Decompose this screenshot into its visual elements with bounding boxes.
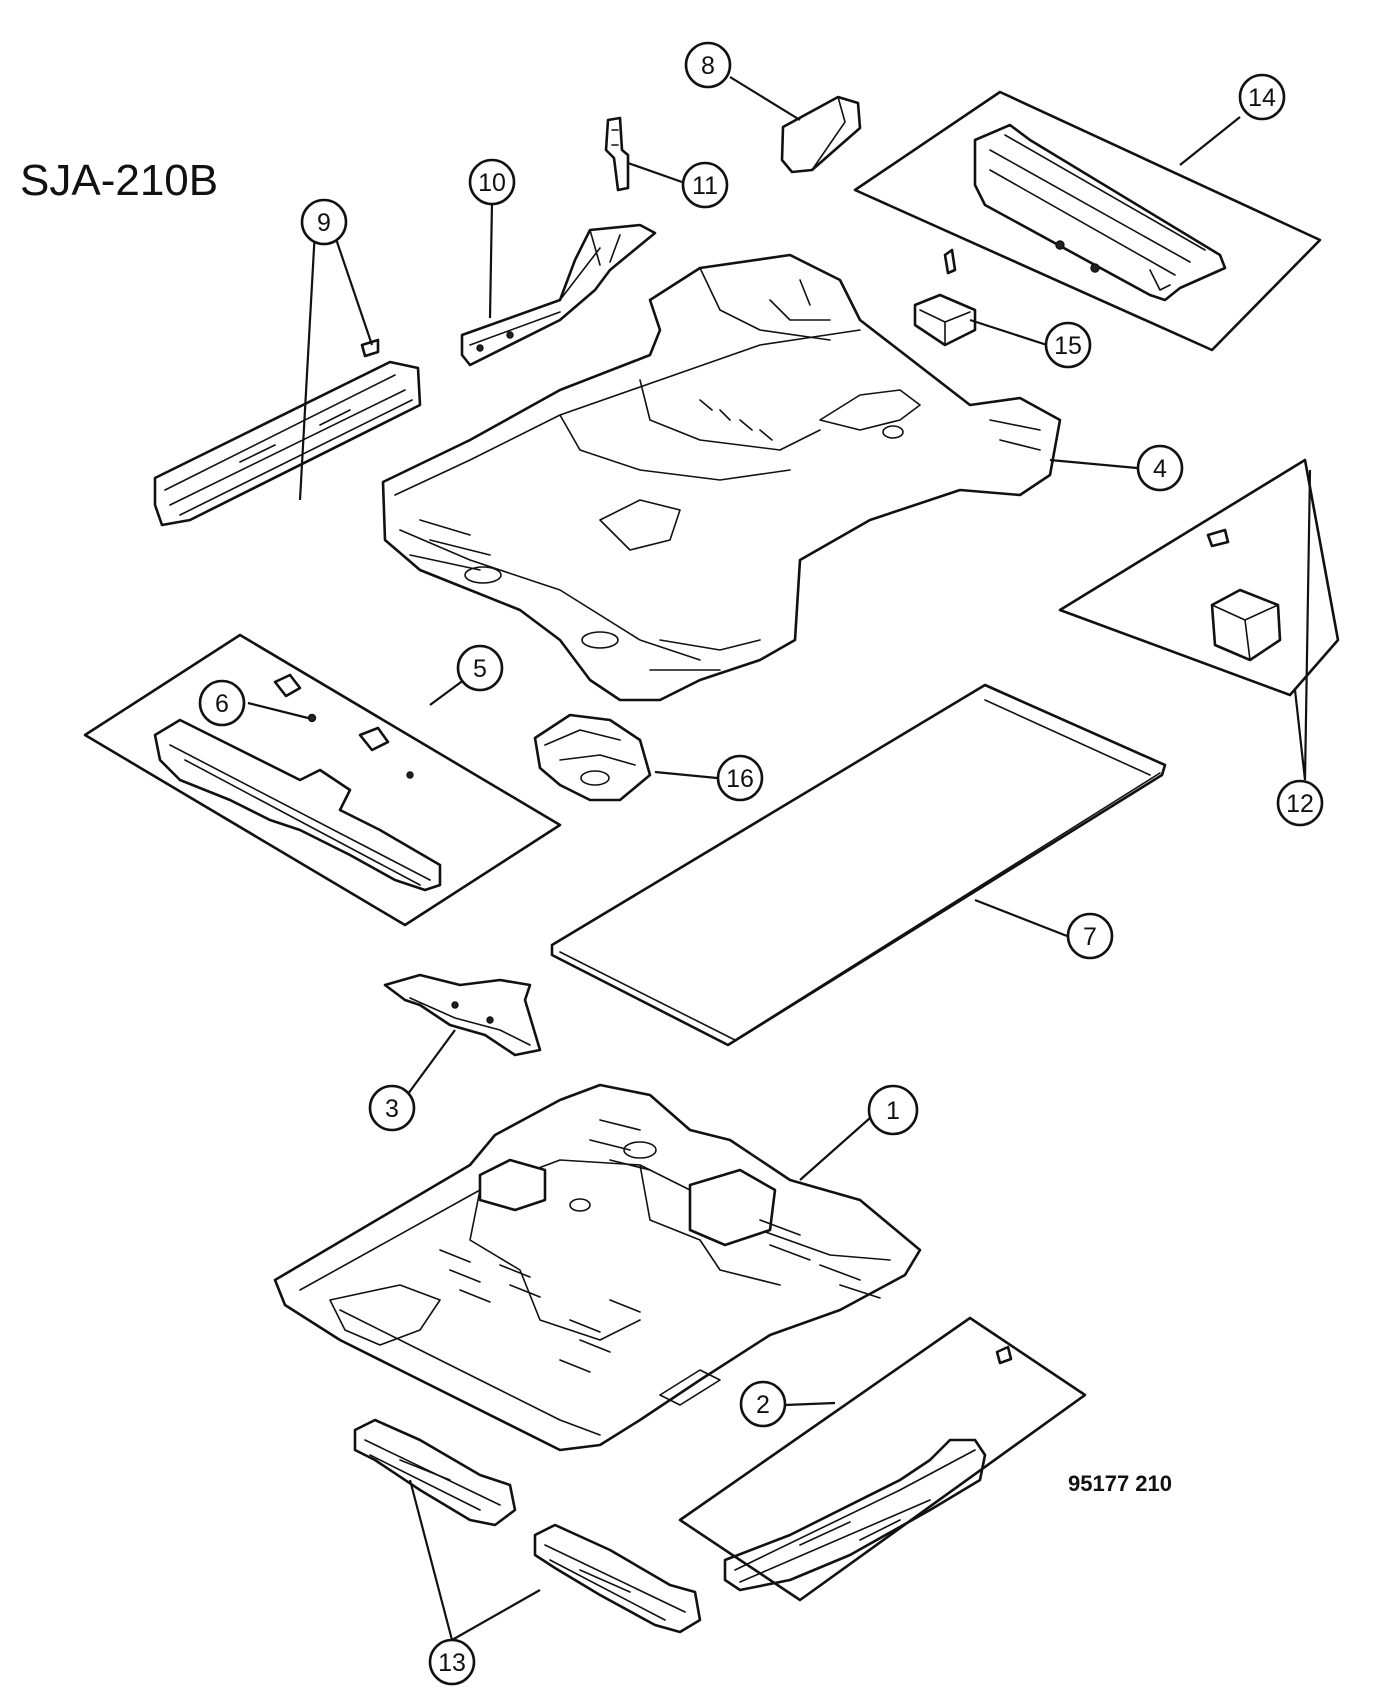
callout-4-label: 4 [1153,455,1167,483]
callout-8: 8 [684,41,732,89]
callout-14-label: 14 [1248,84,1276,112]
leader-13 [408,1479,541,1641]
part-1-front-floor-pan [273,1083,922,1452]
callout-10: 10 [468,158,516,206]
callout-1-label: 1 [886,1097,900,1125]
callout-9: 9 [300,198,348,246]
part-15-bracket [913,248,977,347]
callout-6-label: 6 [215,690,229,718]
part-13-reinforcements [353,1418,702,1634]
leader-14 [1179,116,1241,166]
part-3-bracket [383,973,542,1057]
callout-3: 3 [368,1084,416,1132]
part-7-flat-panel [550,683,1167,1047]
leader-2 [784,1401,836,1407]
leader-9 [298,229,374,501]
part-8-plug [780,95,862,174]
callout-8-label: 8 [701,52,715,80]
part-11-bracket [604,116,630,192]
diagram-id: SJA-210B [20,156,218,205]
callout-13: 13 [428,1638,476,1686]
leader-12 [1293,469,1312,781]
callout-15: 15 [1044,321,1092,369]
leader-4 [1049,458,1138,470]
callout-7-label: 7 [1083,923,1097,951]
part-14-rear-crossmember [853,90,1322,352]
leader-8 [729,76,801,121]
leader-11 [627,161,683,184]
callout-7: 7 [1066,912,1114,960]
leader-lines [247,76,1312,1641]
callout-16-label: 16 [726,765,754,793]
leader-15 [969,318,1048,347]
callout-12: 12 [1276,779,1324,827]
leader-3 [404,1029,456,1099]
callout-5-label: 5 [473,655,487,683]
leader-6 [247,701,309,720]
callout-2-label: 2 [756,1391,770,1419]
part-16-bracket [533,713,652,802]
callout-2: 2 [739,1380,787,1428]
callout-3-label: 3 [385,1095,399,1123]
callout-9-label: 9 [317,209,331,237]
callout-15-label: 15 [1054,332,1082,360]
callout-5: 5 [456,644,504,692]
part-12-bracket-panel [1058,458,1340,697]
callout-11-label: 11 [692,172,718,200]
part-9-sill-rail [153,338,422,527]
drawing-number: 95177 210 [1068,1471,1172,1496]
callout-4: 4 [1136,444,1184,492]
callout-10-label: 10 [478,169,506,197]
leader-10 [488,201,494,319]
callout-1: 1 [867,1084,919,1136]
callout-14: 14 [1238,73,1286,121]
part-5-crossmember-panel [83,633,562,927]
callout-16: 16 [716,754,764,802]
part-4-rear-floor-pan [381,253,1062,702]
part-2-sill-panel [678,1316,1087,1602]
leader-1 [799,1117,871,1181]
callout-6: 6 [198,679,246,727]
callout-13-label: 13 [438,1649,466,1677]
callout-12-label: 12 [1286,790,1314,818]
leader-7 [974,898,1068,938]
part-10-rail-extension [460,223,657,367]
callout-11: 11 [681,161,729,209]
leader-16 [654,770,718,780]
